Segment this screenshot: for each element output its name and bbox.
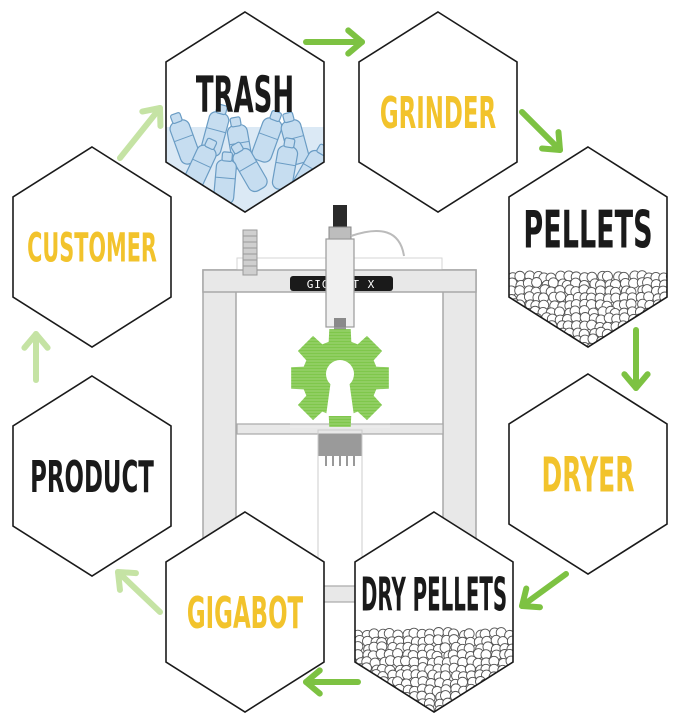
gear-print-icon (290, 327, 390, 428)
stage-grinder: GRINDER (358, 11, 518, 213)
stage-label-dryer: DRYER (542, 447, 635, 503)
arrow-trash-to-grinder (303, 27, 365, 57)
stage-label-trash: TRASH (196, 67, 294, 125)
arrow-product-to-customer (21, 331, 51, 383)
hexagon-product (13, 376, 171, 576)
stage-customer: CUSTOMER (12, 146, 172, 348)
gigabot-printer-illustration: GIGABOT X (202, 205, 477, 603)
hexagon-dryer (509, 374, 667, 574)
arrow-pellets-to-dryer (621, 327, 651, 391)
arrow-gigabot-to-product (115, 569, 163, 615)
stage-label-gigabot: GIGABOT (187, 588, 303, 639)
bottles-icon (166, 103, 324, 212)
stage-label-grinder: GRINDER (380, 88, 496, 139)
stage-label-customer: CUSTOMER (27, 224, 157, 272)
stage-pellets: PELLETS (508, 146, 668, 348)
stage-label-pellets: PELLETS (523, 200, 652, 260)
stage-product: PRODUCT (12, 375, 172, 577)
cycle-arrows (21, 27, 651, 697)
stage-gigabot: GIGABOT (165, 511, 325, 713)
stage-trash: TRASH (165, 11, 325, 213)
stage-label-dry-pellets: DRY PELLETS (361, 569, 507, 622)
stage-dry-pellets: DRY PELLETS (354, 511, 514, 713)
arrow-dryer-to-dry-pellets (519, 571, 569, 611)
hexagon-customer (13, 147, 171, 347)
hexagon-grinder (359, 12, 517, 212)
hexagon-gigabot (166, 512, 324, 712)
pellets-icon (355, 627, 513, 712)
arrow-dry-pellets-to-gigabot (303, 667, 361, 697)
arrow-customer-to-trash (117, 105, 164, 161)
stage-dryer: DRYER (508, 373, 668, 575)
stage-label-product: PRODUCT (30, 452, 154, 503)
arrow-grinder-to-pellets (519, 109, 563, 153)
